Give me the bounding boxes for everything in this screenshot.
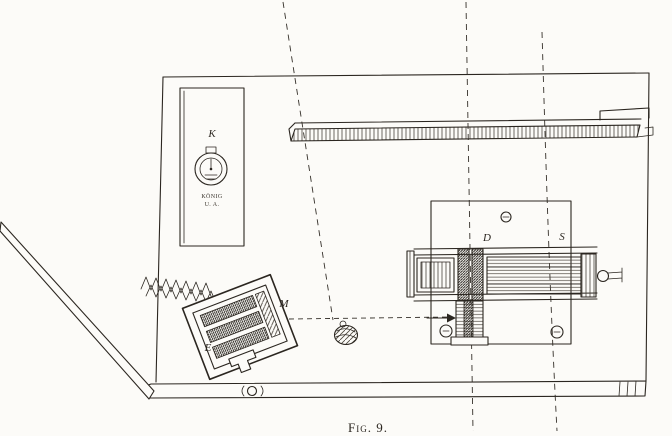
rail-guides xyxy=(413,246,598,302)
dial-pivot xyxy=(209,167,213,171)
dial-stub xyxy=(205,146,217,154)
plumb-weight xyxy=(333,320,359,346)
rod-body xyxy=(0,221,155,400)
gauge-panel: K KÖNIG U. A. xyxy=(179,87,245,247)
label-m: M xyxy=(278,298,289,310)
rail-right-section-lines xyxy=(486,266,582,285)
index-block-flange xyxy=(450,336,489,346)
thread-right xyxy=(541,31,558,432)
front-edge-band xyxy=(149,380,647,399)
electromagnet xyxy=(181,273,299,381)
suspension-threads xyxy=(282,1,558,432)
gauge-dial xyxy=(194,146,228,186)
rail-left-block xyxy=(416,257,455,293)
label-e: E xyxy=(204,342,212,354)
dial-inner-ring xyxy=(199,157,223,181)
board-right-edge xyxy=(645,72,650,382)
plate-screw-left xyxy=(439,324,453,338)
dial-maker-line2: U. A. xyxy=(205,202,220,208)
ruler-top-line xyxy=(294,118,642,124)
coil-wire xyxy=(140,276,217,304)
magnet-coil-bar-1 xyxy=(199,295,258,328)
carriage-bar-right xyxy=(471,248,484,301)
magnet-side-bar xyxy=(254,290,281,338)
figure-caption: Fig. 9. xyxy=(348,420,388,435)
thread-left xyxy=(282,1,334,321)
magnet-armature xyxy=(228,349,257,374)
plate-screw-right xyxy=(550,325,564,339)
baseboard xyxy=(144,72,650,399)
slide-rail xyxy=(406,246,623,302)
edge-hole-marks xyxy=(241,385,264,397)
magnet-coil-bar-2 xyxy=(205,310,264,343)
ruler-right-hook xyxy=(636,126,654,138)
index-block xyxy=(426,300,489,346)
weight-shading xyxy=(335,328,357,339)
coil-strand-upper xyxy=(140,276,212,297)
label-d: D xyxy=(482,232,491,244)
label-s: S xyxy=(559,231,565,243)
ruler-scale xyxy=(288,107,654,142)
sight-line xyxy=(288,316,451,320)
plate-screw-top xyxy=(500,211,512,223)
dial-maker-line1: KÖNIG xyxy=(201,193,223,200)
pointer-rod xyxy=(0,221,155,400)
dial-scale-marks xyxy=(204,174,218,180)
rail-left-block-core xyxy=(420,261,451,289)
carriage-bar-left xyxy=(457,248,470,301)
ruler-left-end xyxy=(288,122,296,142)
label-k: K xyxy=(207,128,216,140)
index-block-core xyxy=(463,300,474,342)
front-edge-hatch xyxy=(618,380,637,397)
panel-frame xyxy=(179,87,245,247)
magnet-coil-bar-3 xyxy=(212,326,270,359)
edge-hole xyxy=(246,385,258,397)
board-top-edge xyxy=(162,72,650,78)
direction-arrow xyxy=(426,313,456,323)
ruler-right-bracket xyxy=(599,107,650,121)
thread-middle xyxy=(465,1,474,432)
baseboard-front-edge xyxy=(144,380,647,399)
rail-right-section xyxy=(486,256,582,295)
rail-right-cap xyxy=(580,253,597,298)
rail-left-cap xyxy=(406,250,415,298)
ruler-graduated-strip xyxy=(290,124,641,142)
adjust-knob xyxy=(596,269,610,283)
arrow-head xyxy=(447,313,456,323)
coil-strand-lower xyxy=(145,284,217,304)
dial-outer-ring xyxy=(194,152,228,186)
board-left-edge xyxy=(155,76,164,383)
adjust-screw-shaft xyxy=(607,267,623,283)
